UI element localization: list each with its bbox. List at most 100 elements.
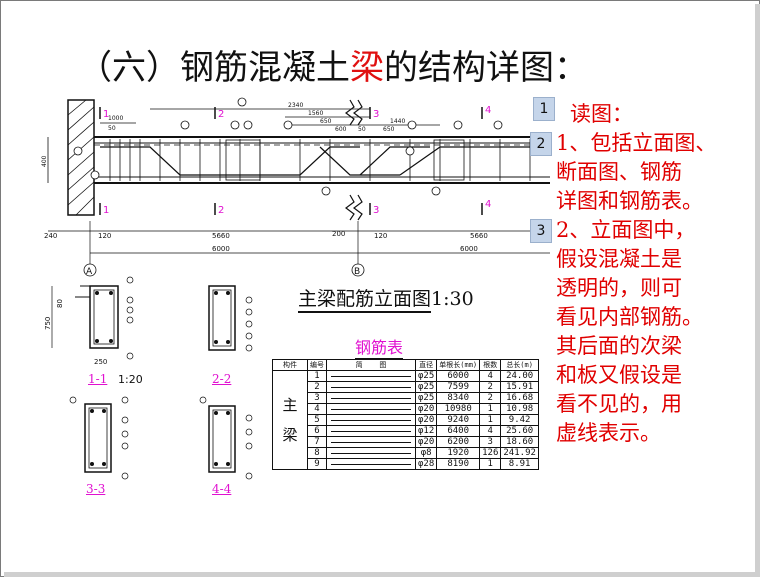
slide-shadow-bottom bbox=[4, 572, 760, 577]
dim-200: 200 bbox=[332, 230, 345, 238]
th-shape-b: 图 bbox=[379, 361, 387, 369]
cell-dia: φ25 bbox=[414, 392, 438, 404]
table-header-row: 构件 编号 简 图 直径 单根长(mm) 根数 总长(m) bbox=[272, 359, 539, 371]
member-char-1: 主 bbox=[282, 396, 298, 414]
cell-dia: φ25 bbox=[414, 370, 438, 382]
beam-outline bbox=[47, 136, 550, 184]
cell-shape bbox=[326, 436, 416, 448]
axis-bubbles bbox=[83, 263, 365, 277]
bar-callouts bbox=[73, 97, 503, 196]
cell-no: 1 bbox=[307, 370, 327, 382]
th-shape: 简 图 bbox=[326, 359, 416, 371]
dim-6000-right: 6000 bbox=[460, 245, 478, 253]
cell-no: 5 bbox=[307, 414, 327, 426]
dim-1440: 1440 bbox=[390, 118, 405, 125]
note-line: 假设混凝土是 bbox=[556, 247, 682, 271]
section-2-2-drawing bbox=[208, 285, 253, 352]
th-shape-a: 简 bbox=[355, 361, 363, 369]
member-cell: 主梁 bbox=[272, 370, 308, 470]
cell-shape bbox=[326, 414, 416, 426]
cell-dia: φ12 bbox=[414, 425, 438, 437]
cell-shape bbox=[326, 370, 416, 382]
elevation-scale: 1:30 bbox=[431, 288, 474, 310]
cell-shape bbox=[326, 447, 416, 459]
bar-shape bbox=[331, 430, 411, 432]
th-count: 根数 bbox=[479, 359, 502, 371]
dim-2340: 2340 bbox=[288, 102, 303, 109]
cell-total: 16.68 bbox=[500, 392, 539, 404]
elevation-label: 主梁配筋立面图1:30 bbox=[298, 284, 474, 313]
title-suffix: 的结构详图： bbox=[384, 48, 588, 88]
cell-dia: φ8 bbox=[414, 447, 438, 459]
cell-count: 4 bbox=[479, 370, 502, 382]
top-dimension-lines bbox=[100, 108, 440, 126]
cell-len: 8190 bbox=[436, 458, 481, 470]
cell-total: 9.42 bbox=[500, 414, 539, 426]
s11-dim-80: 80 bbox=[56, 299, 64, 308]
section-cut-marks bbox=[99, 107, 483, 215]
cell-total: 241.92 bbox=[500, 447, 539, 459]
marker-2: 2 bbox=[530, 132, 552, 156]
cell-dia: φ25 bbox=[414, 381, 438, 393]
dim-600: 600 bbox=[335, 126, 347, 133]
stirrup-dense-zone-right bbox=[433, 139, 465, 181]
bar-shape bbox=[331, 375, 411, 377]
section-3-3-drawing bbox=[69, 396, 129, 480]
note-line: 看不见的，用 bbox=[556, 392, 682, 416]
s11-dim-750: 750 bbox=[44, 317, 52, 330]
note-line: 透明的，则可 bbox=[556, 276, 682, 300]
title-prefix: （六）钢筋混凝土 bbox=[78, 48, 350, 88]
th-member: 构件 bbox=[272, 359, 308, 371]
note-line: 和板又假设是 bbox=[556, 363, 682, 387]
section-4-4-drawing bbox=[199, 396, 253, 480]
note-line: 1、包括立面图、 bbox=[556, 131, 717, 155]
cell-no: 8 bbox=[307, 447, 327, 459]
dim-1560: 1560 bbox=[308, 110, 323, 117]
bar-shape bbox=[331, 452, 411, 454]
left-wall bbox=[67, 99, 95, 216]
dim-650-left: 1000 bbox=[108, 115, 123, 122]
cell-shape bbox=[326, 425, 416, 437]
cell-total: 15.91 bbox=[500, 381, 539, 393]
dim-50-right: 50 bbox=[358, 126, 366, 133]
cell-dia: φ20 bbox=[414, 414, 438, 426]
bar-shape bbox=[331, 441, 411, 443]
cell-count: 1 bbox=[479, 458, 502, 470]
middle-support-break bbox=[345, 99, 363, 221]
section-label-3-3: 3-3 bbox=[86, 482, 106, 496]
cell-total: 8.91 bbox=[500, 458, 539, 470]
reading-notes: 读图：1、包括立面图、断面图、钢筋详图和钢筋表。2、立面图中，假设混凝土是透明的… bbox=[556, 100, 756, 448]
section-4-top: 4 bbox=[485, 105, 491, 116]
slide-title: （六）钢筋混凝土梁的结构详图： bbox=[78, 40, 588, 89]
bottom-dimension-lines bbox=[48, 221, 550, 267]
cell-shape bbox=[326, 381, 416, 393]
cell-count: 3 bbox=[479, 436, 502, 448]
section-2-bottom: 2 bbox=[218, 205, 224, 216]
section-2-top: 2 bbox=[218, 109, 224, 120]
cell-count: 2 bbox=[479, 392, 502, 404]
cell-total: 25.60 bbox=[500, 425, 539, 437]
cell-dia: φ28 bbox=[414, 458, 438, 470]
cell-no: 7 bbox=[307, 436, 327, 448]
cell-len: 7599 bbox=[436, 381, 481, 393]
cell-count: 2 bbox=[479, 381, 502, 393]
th-no: 编号 bbox=[307, 359, 327, 371]
member-char-2: 梁 bbox=[282, 426, 298, 444]
note-line: 读图： bbox=[570, 102, 633, 126]
th-dia: 直径 bbox=[414, 359, 438, 371]
cell-shape bbox=[326, 458, 416, 470]
cell-no: 9 bbox=[307, 458, 327, 470]
rebar-table-title: 钢筋表 bbox=[355, 334, 404, 360]
dim-5660-left: 5660 bbox=[212, 232, 230, 240]
cell-shape bbox=[326, 403, 416, 415]
cell-len: 8340 bbox=[436, 392, 481, 404]
beam-elevation-drawing: 1 1 2 2 3 3 4 4 1000 50 2340 1560 650 60… bbox=[41, 97, 550, 277]
bar-shape bbox=[331, 386, 411, 388]
dim-1000: 650 bbox=[383, 126, 395, 133]
